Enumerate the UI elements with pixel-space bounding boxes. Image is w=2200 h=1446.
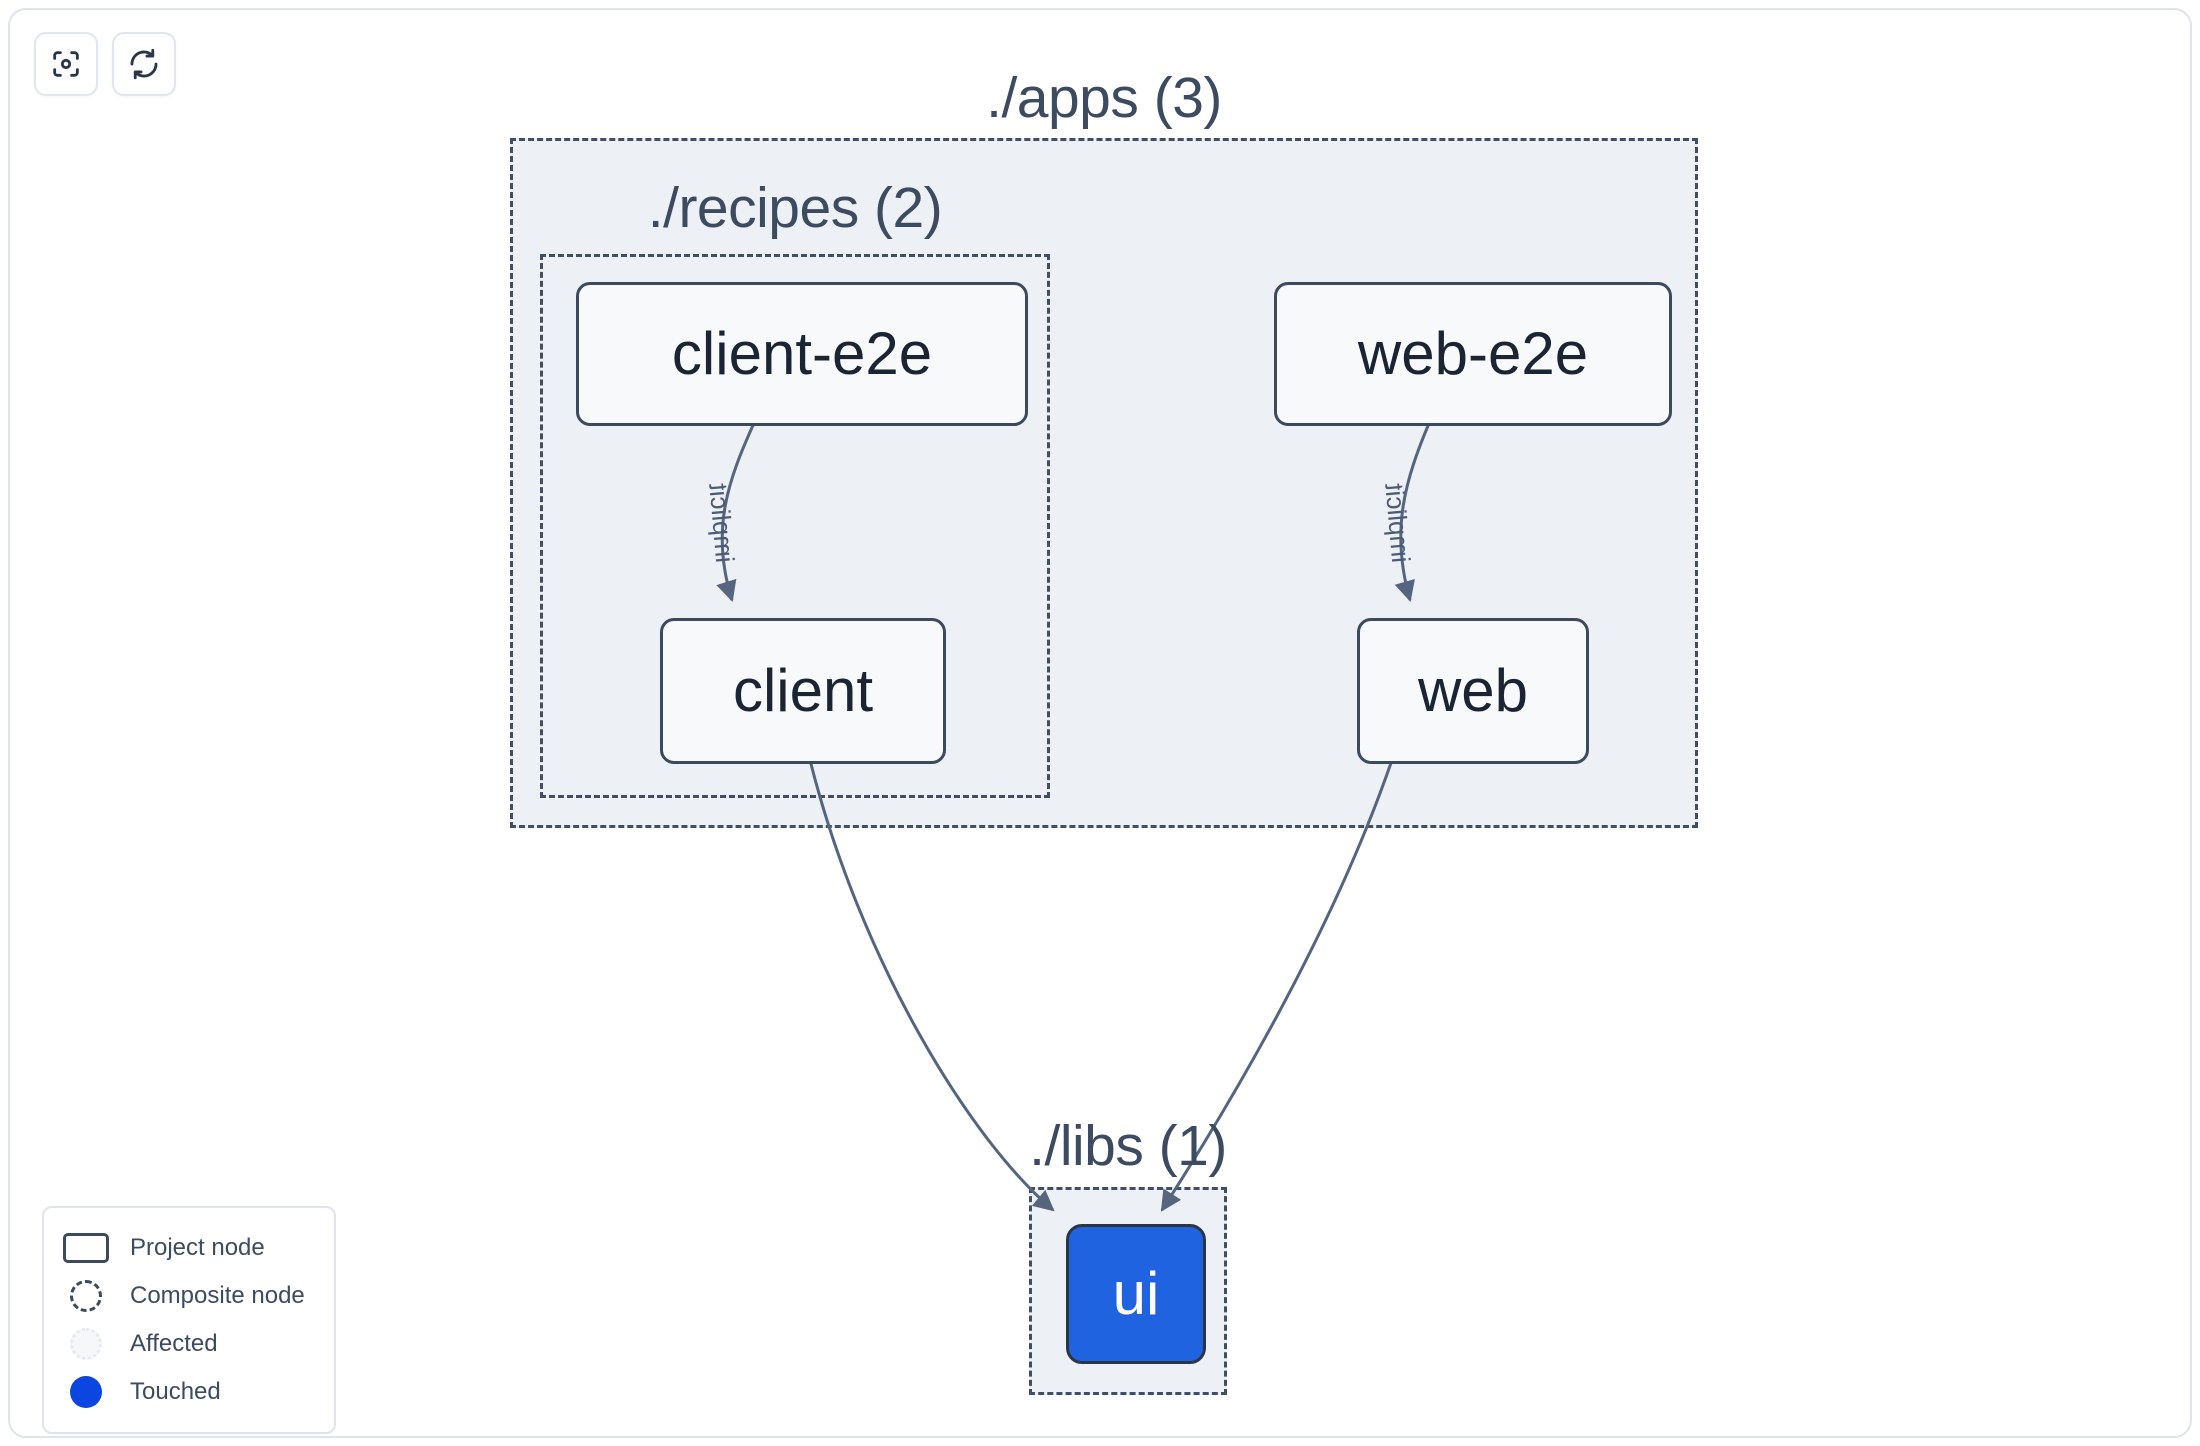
refresh-icon xyxy=(127,47,161,81)
composite-node-icon xyxy=(62,1280,110,1312)
legend-label-affected: Affected xyxy=(130,1330,218,1357)
project-node-client[interactable]: client xyxy=(660,618,946,764)
legend-item-affected: Affected xyxy=(62,1320,316,1368)
project-graph-canvas[interactable]: ./apps (3) ./recipes (2) ./libs (1) impl… xyxy=(10,10,2190,1436)
composite-label-recipes: ./recipes (2) xyxy=(647,176,943,240)
graph-toolbar xyxy=(34,32,176,96)
legend-label-touched: Touched xyxy=(130,1378,221,1405)
legend-label-composite-node: Composite node xyxy=(130,1282,305,1309)
legend-label-project-node: Project node xyxy=(130,1234,265,1261)
project-node-web[interactable]: web xyxy=(1357,618,1589,764)
project-node-web-e2e[interactable]: web-e2e xyxy=(1274,282,1672,426)
focus-graph-button[interactable] xyxy=(34,32,98,96)
touched-node-icon xyxy=(62,1376,110,1408)
project-node-ui[interactable]: ui xyxy=(1066,1224,1206,1364)
composite-label-libs: ./libs (1) xyxy=(1029,1114,1227,1178)
edge-label-implicit-web: implicit xyxy=(1379,482,1417,564)
focus-icon xyxy=(49,47,83,81)
graph-page-frame: ./apps (3) ./recipes (2) ./libs (1) impl… xyxy=(8,8,2192,1438)
project-node-icon xyxy=(62,1233,110,1263)
legend-item-touched: Touched xyxy=(62,1368,316,1416)
graph-legend: Project node Composite node Affected Tou… xyxy=(42,1206,336,1434)
affected-node-icon xyxy=(62,1328,110,1360)
legend-item-project-node: Project node xyxy=(62,1224,316,1272)
legend-item-composite-node: Composite node xyxy=(62,1272,316,1320)
project-node-client-e2e[interactable]: client-e2e xyxy=(576,282,1028,426)
refresh-graph-button[interactable] xyxy=(112,32,176,96)
composite-label-apps: ./apps (3) xyxy=(986,66,1222,130)
edge-label-implicit-client: implicit xyxy=(703,482,741,564)
